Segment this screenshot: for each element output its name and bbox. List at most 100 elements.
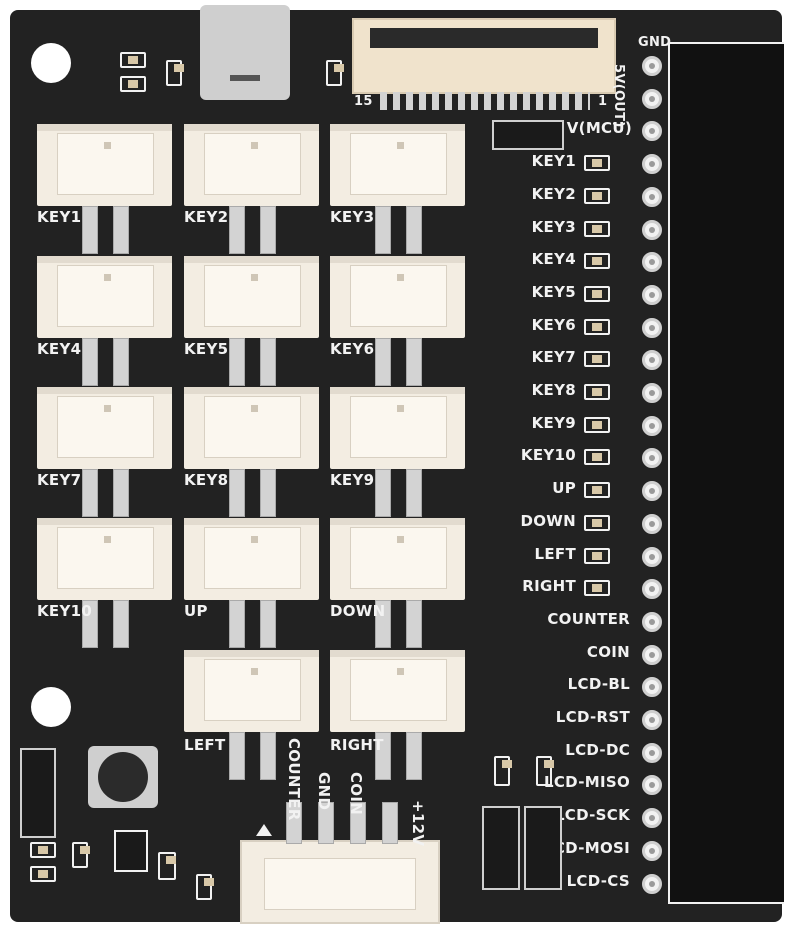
header-pin-pad — [642, 546, 662, 567]
resistor-icon — [326, 60, 344, 86]
resistor-icon — [120, 52, 146, 68]
pin1-marker-icon — [256, 824, 272, 836]
key-label: UP — [184, 602, 208, 620]
header-pin-pad — [642, 448, 662, 469]
jst-connector-key10 — [37, 518, 172, 648]
resistor-icon — [584, 155, 610, 172]
header-pin-label: LCD-CS — [566, 871, 630, 890]
header-pin-pad — [642, 873, 662, 894]
power-label-gnd: GND — [315, 772, 333, 811]
header-pin-pad — [642, 644, 662, 665]
header-pin-label: KEY8 — [531, 381, 576, 399]
inductor-icon — [88, 746, 158, 808]
header-pin-pad — [642, 579, 662, 600]
header-pin-pad — [642, 383, 662, 403]
resistor-icon — [584, 384, 610, 400]
key-label: KEY1 — [37, 208, 82, 226]
power-connector — [240, 840, 440, 924]
header-pin-label: LEFT — [534, 544, 576, 563]
resistor-icon — [30, 866, 56, 882]
header-pin-pad — [642, 56, 662, 76]
header-pin-pad — [642, 186, 662, 207]
key-label: KEY3 — [330, 208, 375, 226]
resistor-icon — [584, 285, 610, 302]
resistor-icon — [536, 756, 554, 786]
resistor-icon — [584, 220, 610, 237]
diode-icon — [524, 806, 562, 890]
resistor-icon — [158, 852, 176, 880]
header-pin-label: LCD-SCK — [554, 806, 630, 825]
key-label: KEY4 — [37, 340, 82, 358]
jst-connector-key2 — [184, 124, 319, 254]
power-label-12v: +12V — [409, 800, 427, 847]
header-pin-label: LCD-DC — [565, 740, 630, 759]
header-pin-pad — [642, 219, 662, 240]
resistor-icon — [120, 76, 146, 92]
header-pin-pad — [642, 154, 662, 175]
header-pin-label: V(MCU) — [566, 119, 632, 138]
header-pin-label: LCD-MOSI — [544, 838, 630, 857]
header-pin-pad — [642, 284, 662, 305]
header-pin-label: 5V(OUT) — [611, 64, 626, 128]
header-pin-pad — [642, 252, 662, 273]
header-pin-pad — [642, 611, 662, 632]
jst-connector-key6 — [330, 256, 465, 386]
header-pin-label: LCD-BL — [567, 675, 630, 694]
header-pin-pad — [642, 710, 662, 730]
power-label-counter: COUNTER — [285, 738, 303, 821]
resistor-icon — [494, 756, 512, 786]
header-pin-pad — [642, 121, 662, 142]
key-label: DOWN — [330, 602, 386, 620]
mounting-hole-bottom — [31, 687, 71, 727]
resistor-icon — [166, 60, 184, 86]
header-pin-pad — [642, 808, 662, 829]
resistor-icon — [584, 482, 610, 499]
header-pin-label: KEY7 — [531, 348, 576, 367]
jst-connector-right — [330, 650, 465, 780]
key-label: LEFT — [184, 736, 226, 754]
jst-connector-up — [184, 518, 319, 648]
usb-c-connector — [200, 5, 290, 100]
header-pin-label: KEY3 — [531, 217, 576, 236]
jst-connector-key3 — [330, 124, 465, 254]
resistor-icon — [584, 449, 610, 466]
header-pin-label: KEY1 — [531, 152, 576, 171]
fpc-pin-label-right: 1 — [598, 94, 608, 109]
resistor-icon — [584, 351, 610, 368]
jst-connector-key4 — [37, 256, 172, 386]
lcd-panel — [668, 42, 784, 904]
header-pin-label: LCD-MISO — [544, 773, 630, 792]
resistor-icon — [584, 580, 610, 597]
resistor-icon — [584, 253, 610, 270]
jst-connector-key5 — [184, 256, 319, 386]
header-pin-label: COUNTER — [547, 609, 630, 628]
resistor-icon — [584, 547, 610, 564]
mounting-hole-top — [31, 43, 71, 83]
jst-connector-key1 — [37, 124, 172, 254]
header-pin-pad — [642, 350, 662, 371]
resistor-icon — [584, 318, 610, 335]
header-pin-pad — [642, 513, 662, 534]
header-pin-pad — [642, 415, 662, 436]
header-pin-label: UP — [552, 479, 576, 498]
regulator-ic-icon — [114, 830, 148, 872]
header-pin-pad — [642, 317, 662, 338]
resistor-icon — [30, 842, 56, 858]
jst-connector-key9 — [330, 387, 465, 517]
resistor-icon — [584, 187, 610, 204]
key-label: KEY2 — [184, 208, 229, 226]
fpc-connector — [352, 18, 616, 110]
header-pin-label: LCD-RST — [555, 708, 630, 726]
key-label: KEY10 — [37, 602, 93, 620]
header-pin-label: KEY2 — [531, 184, 576, 203]
power-label-coin: COIN — [347, 772, 365, 816]
key-label: KEY5 — [184, 340, 229, 358]
header-pin-label: KEY5 — [531, 282, 576, 301]
header-pin-label: DOWN — [520, 511, 576, 530]
jst-connector-key8 — [184, 387, 319, 517]
resistor-icon — [584, 514, 610, 531]
header-pin-label: KEY10 — [520, 446, 576, 465]
resistor-icon — [72, 842, 90, 868]
header-pin-pad — [642, 742, 662, 763]
header-pin-pad — [642, 677, 662, 698]
